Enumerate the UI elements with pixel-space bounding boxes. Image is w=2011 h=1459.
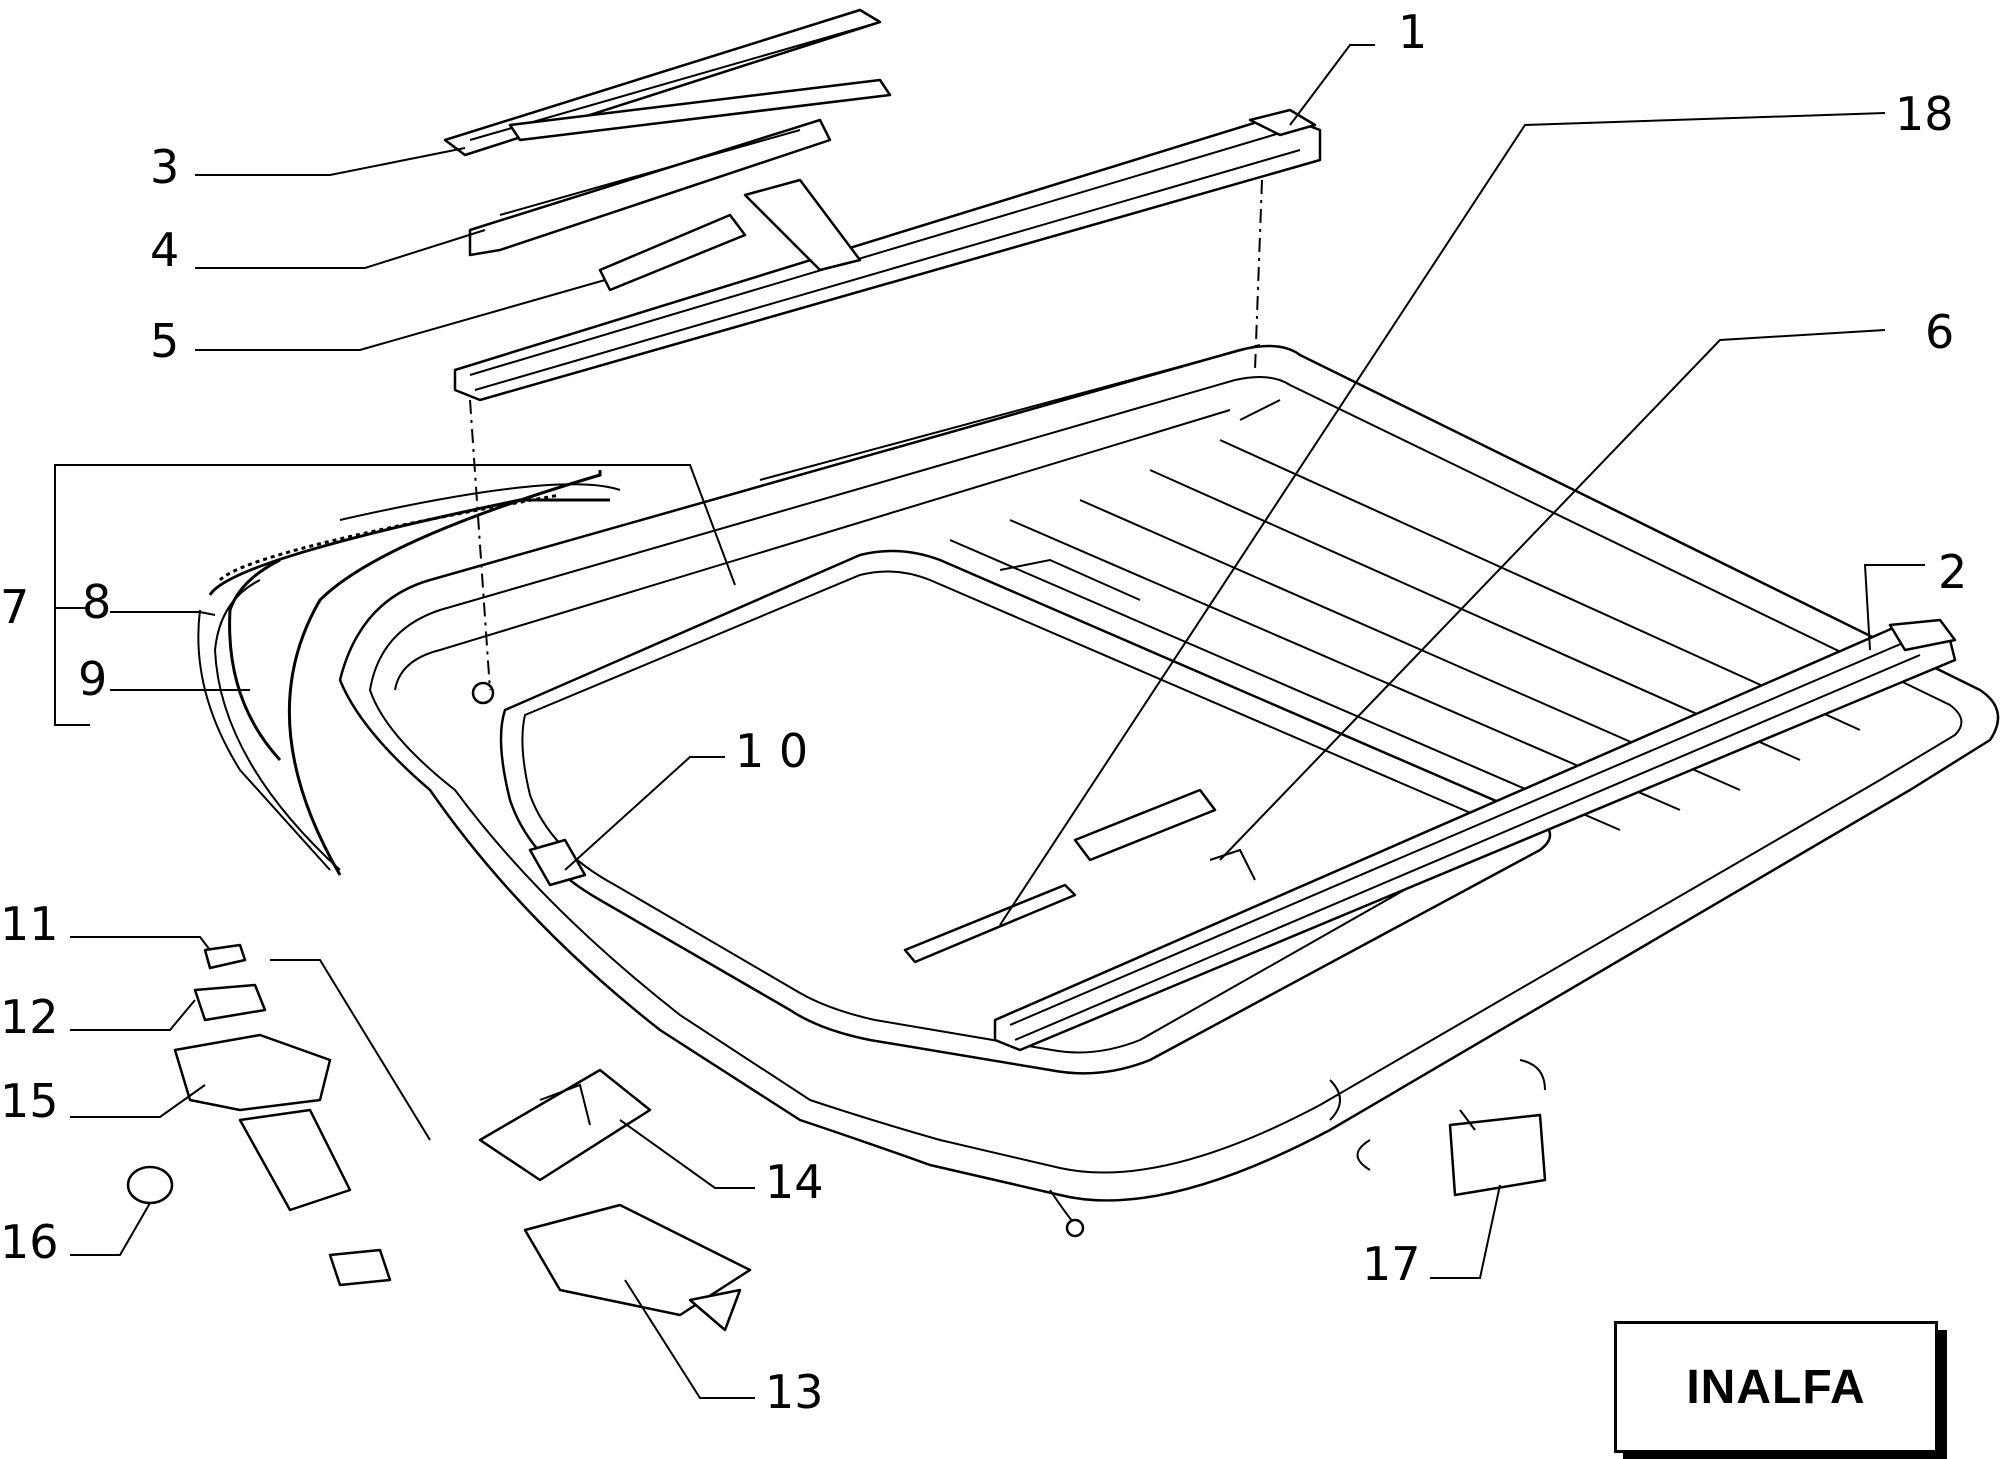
callout-8: 8 [82, 575, 111, 629]
guide-rail-right [993, 618, 1957, 1052]
callout-2: 2 [1938, 545, 1967, 599]
callout-5: 5 [150, 314, 179, 368]
callout-1: 1 [1398, 5, 1427, 59]
callout-7: 7 [0, 580, 29, 634]
part-17-clip [1356, 1059, 1547, 1197]
callout-12: 12 [0, 990, 59, 1044]
callout-10: 1 0 [735, 724, 808, 778]
drive-cables [197, 470, 621, 876]
part-14-plate [478, 1068, 652, 1182]
callout-13: 13 [765, 1365, 824, 1419]
callout-16: 16 [0, 1215, 59, 1269]
part-5-lever [598, 178, 862, 292]
callout-9: 9 [78, 652, 107, 706]
callout-11: 11 [0, 897, 59, 951]
callout-4: 4 [150, 223, 179, 277]
brand-label: INALFA [1686, 1360, 1866, 1414]
guide-rail-left [453, 108, 1322, 691]
part-13-housing [523, 1203, 752, 1332]
sunroof-frame [338, 344, 2000, 1238]
callout-15: 15 [0, 1074, 59, 1128]
leader-lines [54, 44, 1925, 1399]
callout-6: 6 [1925, 305, 1954, 359]
callout-14: 14 [765, 1155, 824, 1209]
callouts: 1 2 3 4 5 6 7 8 9 1 0 11 12 13 14 15 16 … [0, 5, 1967, 1419]
callout-17: 17 [1362, 1237, 1421, 1291]
callout-3: 3 [150, 140, 179, 194]
part-6-mechanism [1073, 788, 1256, 881]
part-10-bracket [528, 838, 587, 887]
callout-18: 18 [1895, 87, 1954, 141]
motor-assembly [126, 943, 392, 1287]
brand-label-box: INALFA [1614, 1321, 1938, 1453]
part-4-bracket [468, 118, 832, 257]
